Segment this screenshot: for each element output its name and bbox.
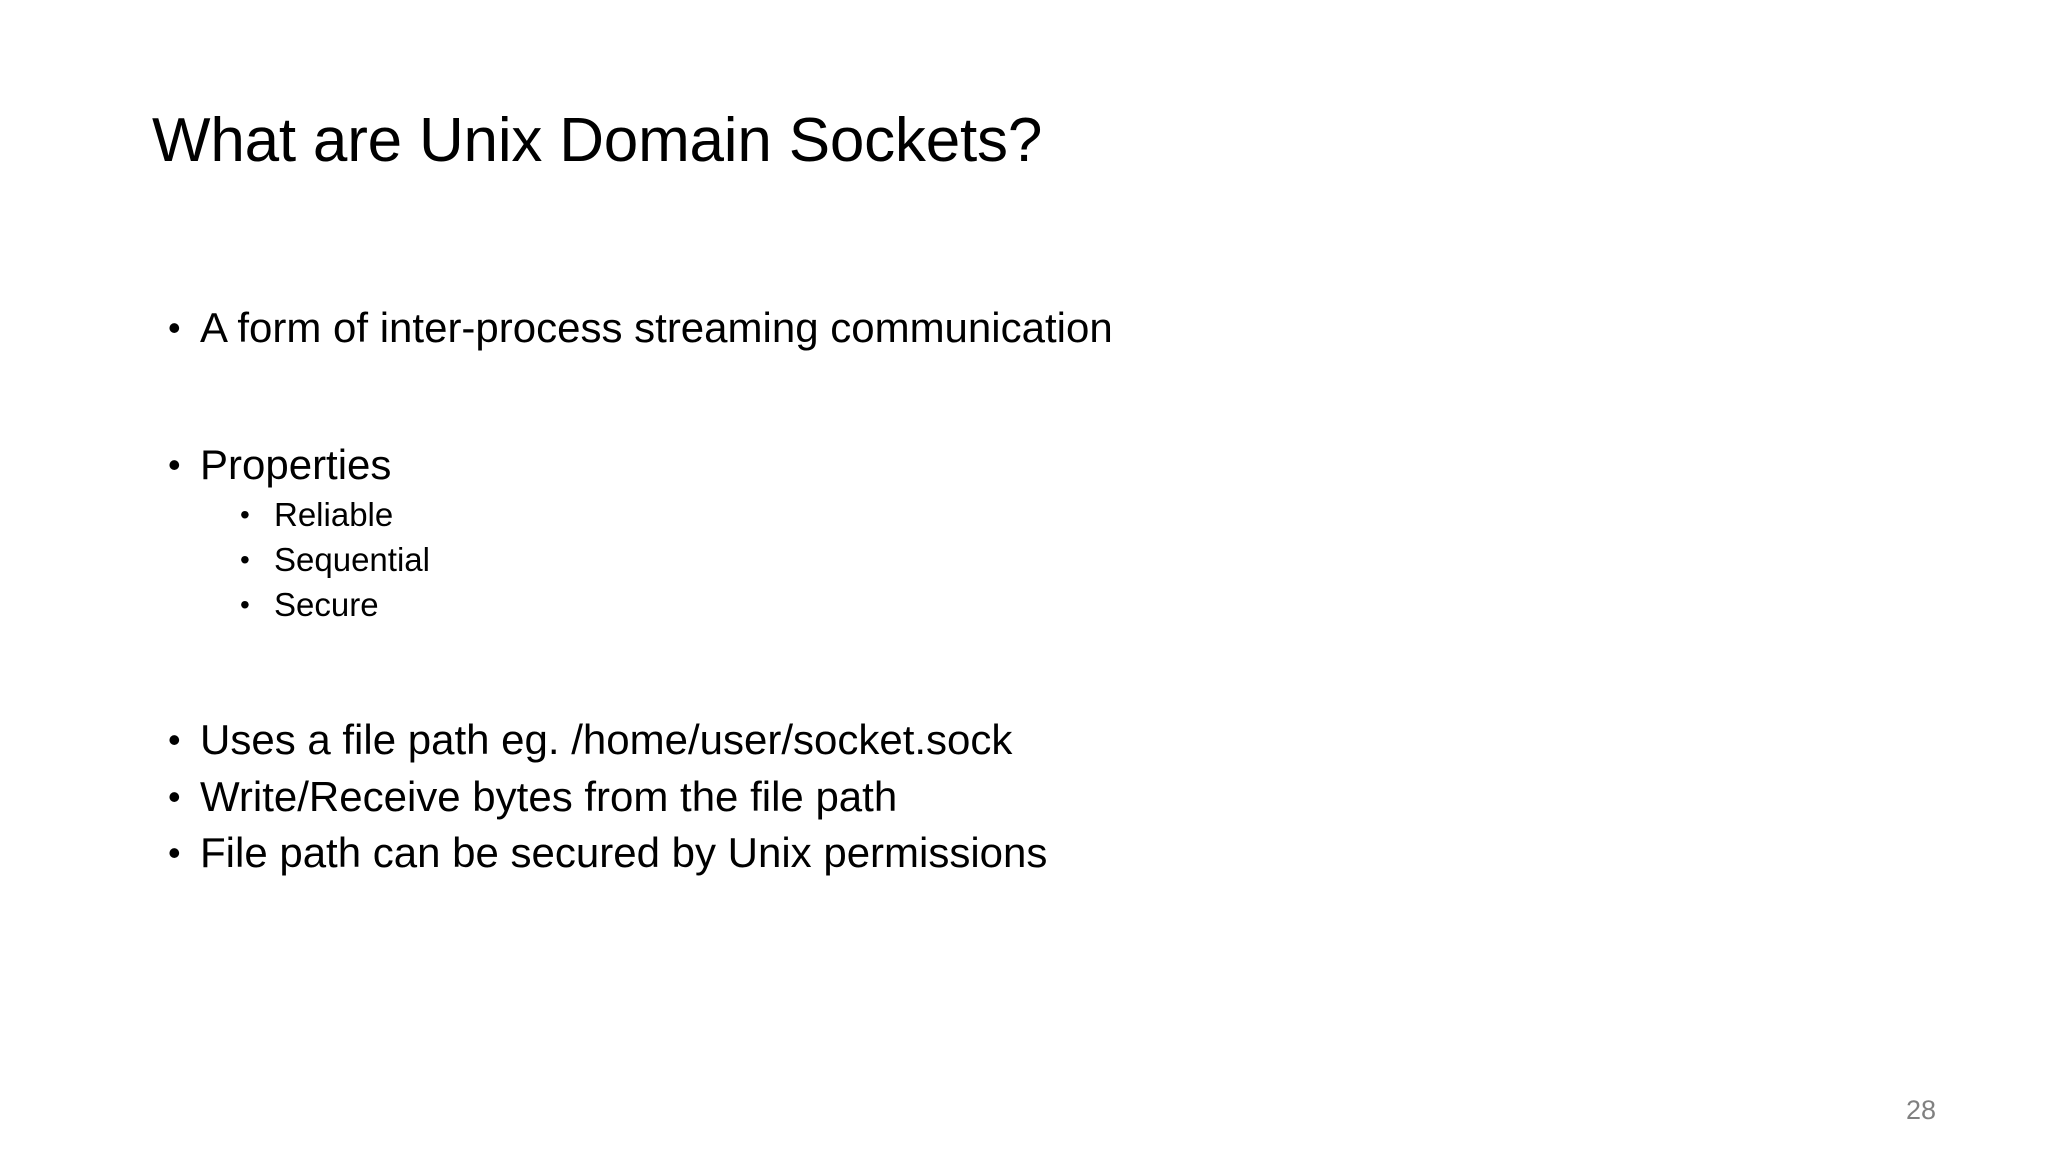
sub-bullet-text: Sequential bbox=[274, 541, 430, 579]
bullet-item: • Write/Receive bytes from the file path bbox=[152, 769, 1912, 826]
bullet-marker-icon: • bbox=[240, 544, 250, 576]
sub-bullet-item: • Secure bbox=[152, 583, 1912, 628]
paragraph-spacer bbox=[152, 628, 1912, 690]
bullet-marker-icon: • bbox=[240, 499, 250, 531]
bullet-marker-icon: • bbox=[168, 832, 181, 874]
bullet-item: • Uses a file path eg. /home/user/socket… bbox=[152, 712, 1912, 769]
sub-bullet-text: Reliable bbox=[274, 496, 394, 534]
slide-body: • A form of inter-process streaming comm… bbox=[152, 300, 1912, 882]
bullet-item: • File path can be secured by Unix permi… bbox=[152, 825, 1912, 882]
sub-bullet-item: • Reliable bbox=[152, 493, 1912, 538]
bullet-text: A form of inter-process streaming commun… bbox=[200, 304, 1113, 351]
slide-number: 28 bbox=[1905, 1095, 1936, 1125]
bullet-text: Write/Receive bytes from the file path bbox=[200, 772, 898, 820]
bullet-marker-icon: • bbox=[168, 719, 181, 760]
bullet-item: • A form of inter-process streaming comm… bbox=[152, 300, 1912, 357]
paragraph-spacer bbox=[152, 357, 1912, 415]
bullet-marker-icon: • bbox=[240, 589, 250, 621]
bullet-text: Uses a file path eg. /home/user/socket.s… bbox=[200, 716, 1013, 763]
paragraph-spacer bbox=[152, 415, 1912, 437]
bullet-marker-icon: • bbox=[168, 775, 181, 817]
slide-title: What are Unix Domain Sockets? bbox=[152, 106, 1043, 175]
bullet-text: Properties bbox=[200, 440, 392, 488]
bullet-item: • Properties bbox=[152, 437, 1912, 494]
sub-bullet-item: • Sequential bbox=[152, 538, 1912, 583]
paragraph-spacer bbox=[152, 690, 1912, 712]
bullet-marker-icon: • bbox=[168, 443, 181, 485]
bullet-marker-icon: • bbox=[168, 307, 181, 348]
sub-bullet-text: Secure bbox=[274, 586, 379, 624]
bullet-text: File path can be secured by Unix permiss… bbox=[200, 829, 1048, 877]
